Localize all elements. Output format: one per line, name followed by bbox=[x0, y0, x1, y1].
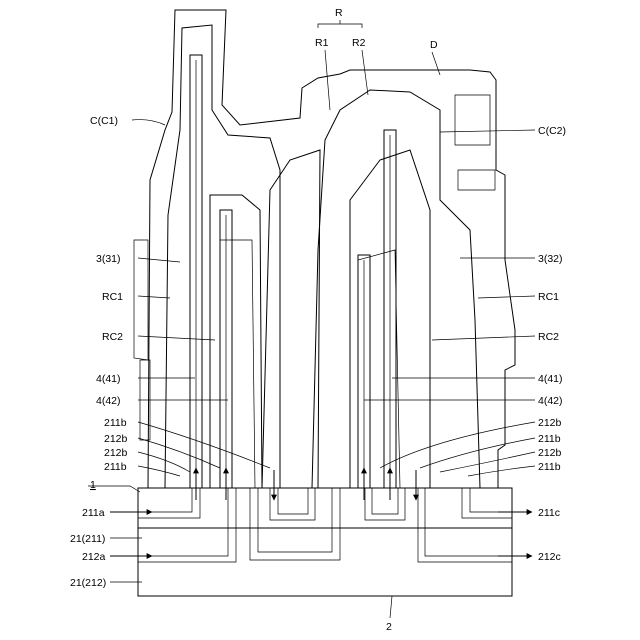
label-r1: R1 bbox=[315, 37, 329, 49]
substrate-wiring bbox=[138, 488, 512, 562]
label-21-212: 21(212) bbox=[70, 577, 106, 589]
label-212b-right-2: 212b bbox=[538, 447, 562, 459]
lead-frames bbox=[190, 55, 396, 488]
label-211b-right-1: 211b bbox=[538, 433, 561, 445]
label-1: 1 bbox=[90, 479, 96, 491]
substrate-layer-211 bbox=[138, 488, 512, 528]
label-21-211: 21(211) bbox=[70, 533, 105, 545]
label-4-42-left: 4(42) bbox=[96, 395, 121, 407]
label-rc2-left: RC2 bbox=[102, 331, 123, 343]
label-212a: 212a bbox=[82, 551, 106, 563]
label-211b-left-bot: 211b bbox=[104, 461, 127, 473]
label-211b-right-bot: 211b bbox=[538, 461, 561, 473]
label-212b-left-1: 212b bbox=[104, 433, 128, 445]
label-2: 2 bbox=[386, 621, 392, 633]
label-211a: 211a bbox=[82, 507, 105, 519]
label-d: D bbox=[430, 39, 438, 51]
label-rc2-right: RC2 bbox=[538, 331, 559, 343]
terminal-arrows bbox=[196, 468, 416, 500]
label-212b-left-2: 212b bbox=[104, 447, 128, 459]
label-211c: 211c bbox=[538, 507, 560, 519]
outer-housing bbox=[148, 10, 515, 488]
label-212c: 212c bbox=[538, 551, 561, 563]
label-212b-right-top: 212b bbox=[538, 417, 562, 429]
label-rc1-right: RC1 bbox=[538, 291, 559, 303]
housing-right-notch-2 bbox=[458, 170, 495, 190]
label-3-31: 3(31) bbox=[96, 253, 121, 265]
label-rc1-left: RC1 bbox=[102, 291, 123, 303]
label-211b-left-top: 211b bbox=[104, 417, 127, 429]
middle-resin-wedge bbox=[262, 150, 320, 488]
label-4-41-left: 4(41) bbox=[96, 373, 121, 385]
label-r2: R2 bbox=[352, 37, 366, 49]
labels: R R1 R2 D C(C1) C(C2) 3(31) 3(32) RC1 RC… bbox=[70, 7, 566, 633]
label-cc1: C(C1) bbox=[90, 115, 118, 127]
housing-right-notch bbox=[455, 95, 490, 145]
label-cc2: C(C2) bbox=[538, 125, 566, 137]
label-3-32: 3(32) bbox=[538, 253, 563, 265]
label-r: R bbox=[335, 7, 343, 19]
label-4-41-right: 4(41) bbox=[538, 373, 563, 385]
label-4-42-right: 4(42) bbox=[538, 395, 563, 407]
